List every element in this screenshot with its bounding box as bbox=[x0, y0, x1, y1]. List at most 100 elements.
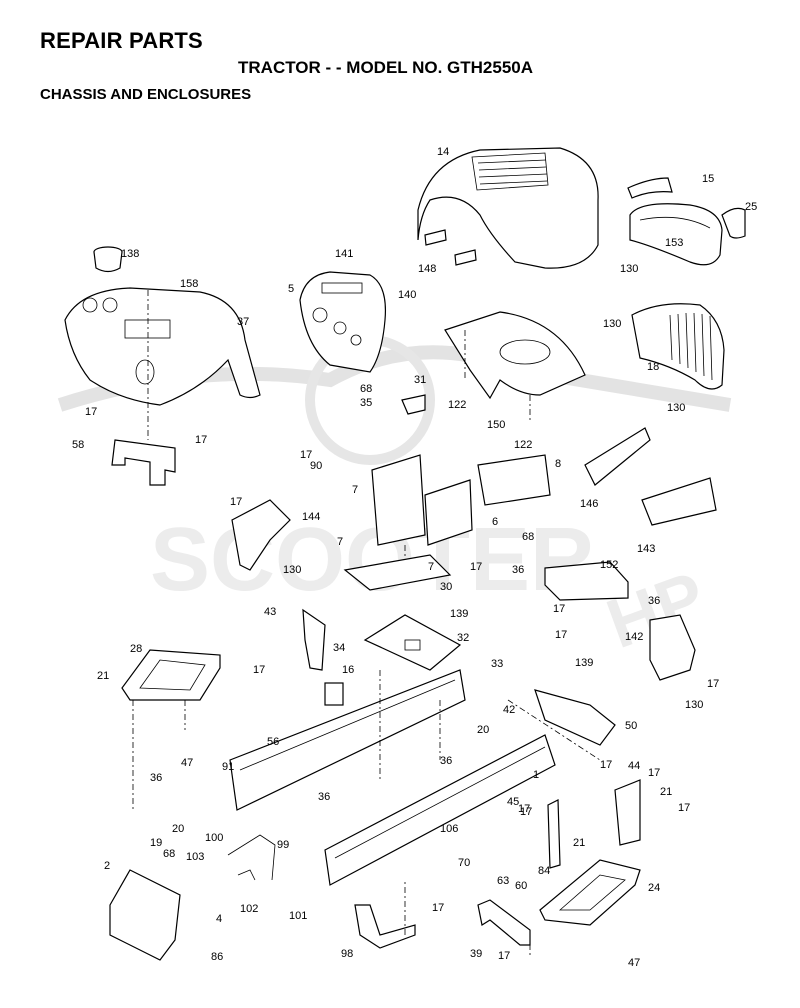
part-dash-panel bbox=[299, 271, 387, 373]
callout: 21 bbox=[573, 837, 585, 849]
callout: 17 bbox=[195, 434, 207, 446]
callout: 42 bbox=[503, 704, 515, 716]
callout: 91 bbox=[222, 761, 234, 773]
callout: 100 bbox=[205, 832, 223, 844]
part-fuel-cap bbox=[93, 246, 123, 273]
callout: 101 bbox=[289, 910, 307, 922]
callout: 17 bbox=[520, 806, 532, 818]
callout: 63 bbox=[497, 875, 509, 887]
callout: 17 bbox=[432, 902, 444, 914]
callout: 141 bbox=[335, 248, 353, 260]
callout: 106 bbox=[440, 823, 458, 835]
callout: 139 bbox=[450, 608, 468, 620]
callout: 58 bbox=[72, 439, 84, 451]
callout: 139 bbox=[575, 657, 593, 669]
callout: 102 bbox=[240, 903, 258, 915]
callout: 98 bbox=[341, 948, 353, 960]
callout: 17 bbox=[600, 759, 612, 771]
part-footrest-right bbox=[539, 859, 641, 926]
callout: 14 bbox=[437, 146, 449, 158]
model-subtitle: TRACTOR - - MODEL NO. GTH2550A bbox=[238, 58, 534, 77]
part-grille bbox=[631, 303, 725, 390]
part-99-linkage bbox=[227, 834, 276, 881]
callout: 130 bbox=[283, 564, 301, 576]
callout: 86 bbox=[211, 951, 223, 963]
callout: 17 bbox=[300, 449, 312, 461]
callout: 32 bbox=[457, 632, 469, 644]
callout: 35 bbox=[360, 397, 372, 409]
callout: 5 bbox=[288, 283, 294, 295]
part-16 bbox=[324, 682, 344, 706]
callout: 15 bbox=[702, 173, 714, 185]
callout: 152 bbox=[600, 559, 618, 571]
callout: 47 bbox=[181, 757, 193, 769]
callout: 103 bbox=[186, 851, 204, 863]
callout: 17 bbox=[253, 664, 265, 676]
callout: 122 bbox=[448, 399, 466, 411]
callout: 70 bbox=[458, 857, 470, 869]
part-lower-hood bbox=[444, 311, 586, 400]
callout: 43 bbox=[264, 606, 276, 618]
page-title: REPAIR PARTS bbox=[40, 28, 203, 53]
callout: 18 bbox=[647, 361, 659, 373]
callout: 36 bbox=[150, 772, 162, 784]
callout: 30 bbox=[440, 581, 452, 593]
callout: 17 bbox=[85, 406, 97, 418]
callout: 153 bbox=[665, 237, 683, 249]
callout: 28 bbox=[130, 643, 142, 655]
callout: 17 bbox=[678, 802, 690, 814]
part-142 bbox=[649, 614, 696, 681]
part-84 bbox=[547, 799, 561, 869]
callout: 142 bbox=[625, 631, 643, 643]
callout: 68 bbox=[360, 383, 372, 395]
part-frame-rail-left bbox=[229, 669, 466, 811]
callout: 7 bbox=[337, 536, 343, 548]
part-side-panels bbox=[584, 427, 717, 526]
callout: 146 bbox=[580, 498, 598, 510]
callout: 130 bbox=[685, 699, 703, 711]
callout: 2 bbox=[104, 860, 110, 872]
part-152 bbox=[544, 561, 629, 601]
part-hood bbox=[417, 147, 599, 269]
callout: 6 bbox=[492, 516, 498, 528]
part-98 bbox=[354, 904, 416, 949]
callout: 37 bbox=[237, 316, 249, 328]
callout: 140 bbox=[398, 289, 416, 301]
callout: 8 bbox=[555, 458, 561, 470]
callout: 138 bbox=[121, 248, 139, 260]
assembly-lines bbox=[132, 290, 601, 955]
callout: 16 bbox=[342, 664, 354, 676]
callout: 130 bbox=[620, 263, 638, 275]
callout: 148 bbox=[418, 263, 436, 275]
callout: 7 bbox=[352, 484, 358, 496]
page-header: REPAIR PARTS TRACTOR - - MODEL NO. GTH25… bbox=[0, 0, 800, 110]
callout: 36 bbox=[648, 595, 660, 607]
callout: 17 bbox=[470, 561, 482, 573]
callout: 20 bbox=[477, 724, 489, 736]
callout: 130 bbox=[667, 402, 685, 414]
part-grille-bezel bbox=[627, 177, 746, 266]
part-bracket-31 bbox=[401, 394, 426, 415]
callout: 143 bbox=[637, 543, 655, 555]
callout: 25 bbox=[745, 201, 757, 213]
part-43 bbox=[302, 608, 326, 671]
callout: 20 bbox=[172, 823, 184, 835]
callout: 31 bbox=[414, 374, 426, 386]
part-39 bbox=[477, 899, 531, 946]
part-bracket-58 bbox=[111, 439, 176, 486]
callout: 39 bbox=[470, 948, 482, 960]
part-support-144 bbox=[231, 499, 291, 571]
callout: 4 bbox=[216, 913, 222, 925]
callout: 36 bbox=[440, 755, 452, 767]
part-bracket-2 bbox=[109, 869, 181, 961]
callout: 17 bbox=[518, 803, 530, 815]
watermark-text: SCOOTER bbox=[150, 510, 595, 610]
callout: 90 bbox=[310, 460, 322, 472]
callout: 17 bbox=[555, 629, 567, 641]
callout: 158 bbox=[180, 278, 198, 290]
callout: 60 bbox=[515, 880, 527, 892]
callout: 21 bbox=[97, 670, 109, 682]
callout: 19 bbox=[150, 837, 162, 849]
callout: 36 bbox=[318, 791, 330, 803]
